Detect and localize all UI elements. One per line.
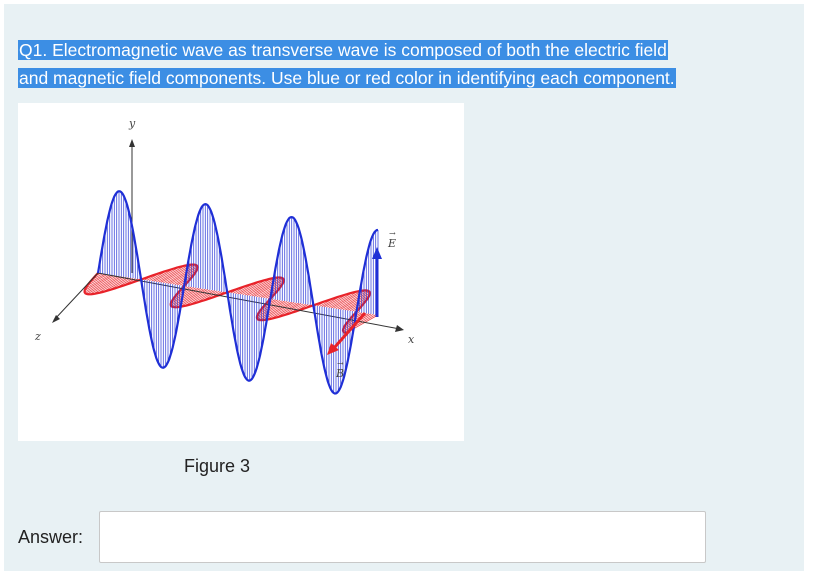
magnetic-field-wave [83, 263, 379, 335]
magnetic-field-hatch-line [158, 264, 190, 283]
answer-label: Answer: [18, 527, 84, 547]
question-line-2: and magnetic field components. Use blue … [18, 68, 676, 88]
magnetic-field-hatch-line [259, 301, 292, 321]
magnetic-field-hatch-line [84, 274, 113, 291]
magnetic-field-hatch-line [244, 277, 276, 296]
magnetic-field-hatch-line [249, 277, 282, 297]
magnetic-field-hatch-line [167, 266, 198, 284]
magnetic-field-hatch-line [85, 274, 110, 289]
z-axis-label: z [34, 330, 41, 343]
magnetic-field-hatch-line [170, 268, 198, 285]
magnetic-field-hatch-line [240, 279, 267, 295]
magnetic-field-hatch-line [156, 265, 186, 283]
magnetic-field-hatch-line [342, 294, 370, 311]
question-text: Q1. Electromagnetic wave as transverse w… [18, 36, 778, 92]
x-axis-label: x [408, 333, 415, 346]
magnetic-field-hatch-line [89, 276, 122, 295]
magnetic-field-hatch-line [86, 275, 120, 295]
magnetic-field-hatch-line [256, 281, 284, 298]
magnetic-field-hatch-line [328, 290, 359, 309]
magnetic-field-curve [83, 263, 371, 335]
magnetic-field-hatch-line [84, 275, 115, 293]
x-axis-arrowhead [395, 325, 404, 332]
magnetic-field-hatch-line [163, 264, 196, 284]
z-axis-arrowhead [52, 315, 60, 323]
magnetic-field-hatch-line [87, 274, 108, 287]
magnetic-field-hatch-line [340, 292, 371, 310]
z-axis-line [53, 272, 99, 321]
b-vector-label: B [335, 367, 344, 380]
question-panel: Q1. Electromagnetic wave as transverse w… [4, 4, 804, 571]
b-vector-overarrow: → [337, 359, 344, 368]
magnetic-field-hatch-line [189, 290, 215, 306]
figure-caption: Figure 3 [183, 456, 251, 476]
magnetic-field-hatch-line [335, 290, 369, 310]
e-vector-label: E [387, 237, 396, 250]
magnetic-field-hatch-line [85, 275, 117, 294]
magnetic-field-hatch-line [153, 266, 181, 282]
magnetic-field-hatch-line [257, 300, 283, 315]
magnetic-field-hatch-line [254, 279, 284, 297]
magnetic-field-hatch-line [331, 290, 363, 309]
field-vectors [327, 247, 382, 355]
e-vector-arrowhead [372, 247, 382, 259]
magnetic-field-hatch-line [256, 300, 288, 319]
em-wave-figure: y z x E → B → [18, 103, 464, 441]
b-vector-arrowhead [327, 343, 339, 355]
em-wave-diagram: y z x E → B → [34, 117, 415, 395]
magnetic-field-hatch-line [102, 277, 129, 293]
e-vector-overarrow: → [389, 229, 396, 238]
magnetic-field-hatch-line [265, 302, 297, 321]
magnetic-field-hatch-line [270, 302, 299, 320]
magnetic-field-hatch-line [251, 278, 284, 297]
magnetic-field-hatch-line [257, 301, 290, 320]
answer-input[interactable] [99, 511, 706, 563]
y-axis-arrowhead [129, 139, 135, 147]
magnetic-field-hatch-line [326, 292, 354, 308]
magnetic-field-hatch-line [242, 278, 272, 296]
question-line-1: Q1. Electromagnetic wave as transverse w… [18, 40, 668, 60]
magnetic-field-hatch-line [92, 276, 124, 295]
b-vector-shaft [332, 312, 367, 349]
magnetic-field-hatch-line [97, 276, 127, 294]
electric-field-curve [96, 190, 379, 395]
y-axis-label: y [128, 117, 136, 130]
